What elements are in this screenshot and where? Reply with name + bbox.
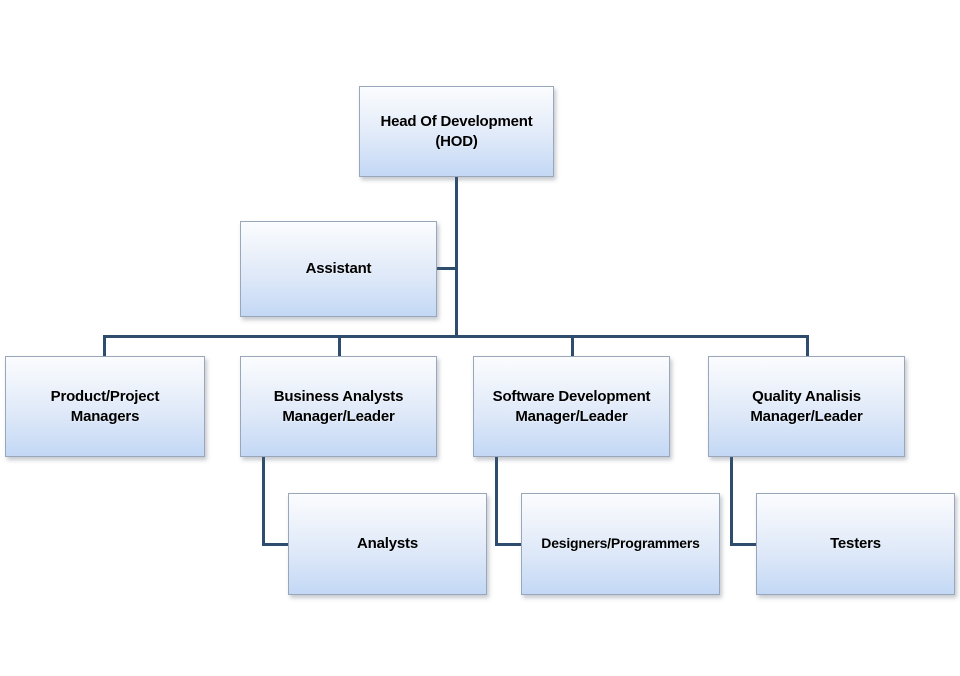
node-analysts[interactable]: Analysts (288, 493, 487, 595)
node-product-project-managers[interactable]: Product/Project Managers (5, 356, 205, 457)
node-quality-analisis-manager[interactable]: Quality Analisis Manager/Leader (708, 356, 905, 457)
connector-sd-to-designers-h (495, 543, 524, 546)
connector-qa-to-testers-v (730, 457, 733, 545)
node-label-analysts: Analysts (357, 535, 418, 553)
node-assistant[interactable]: Assistant (240, 221, 437, 317)
connector-assistant-stub (437, 267, 458, 270)
connector-qa-to-testers-h (730, 543, 759, 546)
node-software-development-manager[interactable]: Software Development Manager/Leader (473, 356, 670, 457)
node-label-hod: Head Of Development (HOD) (380, 113, 533, 150)
node-label-product-project-managers: Product/Project Managers (50, 388, 160, 425)
connector-ba-to-analysts-v (262, 457, 265, 545)
connector-drop-software-development (571, 335, 574, 357)
node-label-quality-analisis-manager: Quality Analisis Manager/Leader (750, 388, 863, 425)
connector-distribution-bar (103, 335, 809, 338)
node-label-software-development-manager: Software Development Manager/Leader (492, 388, 651, 425)
connector-sd-to-designers-v (495, 457, 498, 545)
connector-hod-trunk (455, 177, 458, 338)
node-label-business-analysts-manager: Business Analysts Manager/Leader (273, 388, 404, 425)
node-designers-programmers[interactable]: Designers/Programmers (521, 493, 720, 595)
node-hod[interactable]: Head Of Development (HOD) (359, 86, 554, 177)
node-business-analysts-manager[interactable]: Business Analysts Manager/Leader (240, 356, 437, 457)
connector-drop-business-analysts (338, 335, 341, 357)
connector-drop-product-project (103, 335, 106, 357)
node-testers[interactable]: Testers (756, 493, 955, 595)
node-label-designers-programmers: Designers/Programmers (541, 535, 700, 552)
connector-ba-to-analysts-h (262, 543, 291, 546)
node-label-testers: Testers (830, 535, 881, 553)
connector-drop-quality-analisis (806, 335, 809, 357)
node-label-assistant: Assistant (305, 260, 372, 278)
